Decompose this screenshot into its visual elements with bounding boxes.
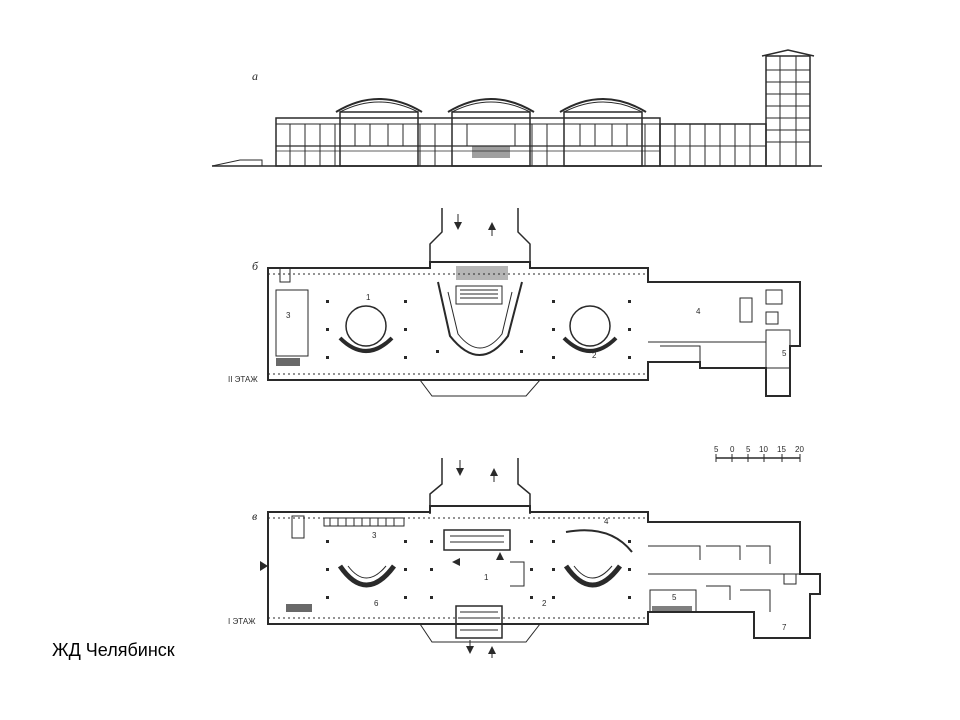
plan-v: в I ЭТАЖ 3 6 1	[228, 458, 821, 658]
scale-tick-0: 5	[714, 445, 719, 454]
vault-2	[447, 98, 535, 167]
plan-b-room-3: 3	[286, 311, 291, 320]
plan-v-room-3: 3	[372, 531, 377, 540]
plan-v-columns	[326, 540, 631, 599]
mullions	[289, 124, 646, 166]
plan-b-room-5: 5	[782, 349, 787, 358]
plan-v-room-5: 5	[672, 593, 677, 602]
plan-b-label: б	[252, 259, 259, 273]
plan-v-room-6: 6	[374, 599, 379, 608]
scale-tick-4: 15	[777, 445, 786, 454]
plan-b-floor-label: II ЭТАЖ	[228, 375, 258, 384]
plan-v-label: в	[252, 509, 257, 523]
scale-bar: 5 0 5 10 15 20	[714, 445, 804, 462]
scale-tick-1: 0	[730, 445, 735, 454]
plan-v-room-1: 1	[484, 573, 489, 582]
section-a-label: а	[252, 69, 258, 83]
vault-3	[559, 98, 647, 167]
plan-b: б II ЭТАЖ 3 1 2	[228, 208, 801, 397]
tower	[761, 49, 815, 167]
scale-tick-3: 10	[759, 445, 768, 454]
scale-tick-5: 20	[795, 445, 804, 454]
plan-v-room-2: 2	[542, 599, 547, 608]
plan-v-floor-label: I ЭТАЖ	[228, 617, 256, 626]
vault-1	[335, 98, 423, 167]
plan-b-room-1: 1	[366, 293, 371, 302]
scale-tick-2: 5	[746, 445, 751, 454]
plan-v-room-7: 7	[782, 623, 787, 632]
section-a: а	[211, 49, 822, 167]
plan-b-room-2: 2	[592, 351, 597, 360]
plan-v-room-4: 4	[604, 517, 609, 526]
plan-b-columns	[326, 300, 631, 359]
caption: ЖД Челябинск	[52, 640, 175, 660]
plan-b-room-4: 4	[696, 307, 701, 316]
